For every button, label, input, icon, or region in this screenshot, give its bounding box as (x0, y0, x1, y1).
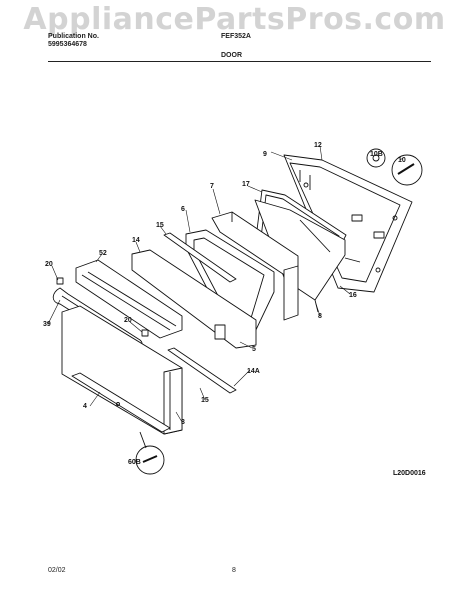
screw-callout-60b (135, 431, 165, 475)
part-label-52: 52 (99, 250, 107, 257)
publication-label: Publication No. (48, 33, 99, 40)
part-label-5: 5 (252, 346, 256, 353)
part-label-14a: 14A (247, 368, 260, 375)
middle-glass (211, 211, 299, 321)
part-labels: 12 9 10B 10 17 7 6 15 14 52 20 39 20 16 … (43, 142, 406, 466)
publication-number: 5995364678 (48, 41, 87, 48)
bottom-trim (71, 372, 171, 433)
part-label-7: 7 (210, 183, 214, 190)
part-label-15b: 15 (201, 397, 209, 404)
glass-strip-top (163, 232, 237, 283)
leader-lines (47, 145, 404, 423)
part-label-20b: 20 (124, 317, 132, 324)
part-label-60b: 60B (128, 459, 141, 466)
part-label-20: 20 (45, 261, 53, 268)
figure-id: L20D0016 (393, 470, 426, 477)
part-label-39: 39 (43, 321, 51, 328)
inner-door-liner (283, 154, 413, 293)
handle-screws (56, 277, 149, 337)
screw-callout-10 (391, 154, 423, 186)
footer-date: 02/02 (48, 567, 66, 574)
watermark-logo: AppliancePartsPros.com (23, 2, 446, 37)
handle-trim (75, 259, 183, 339)
door-glass (131, 249, 257, 349)
part-label-8: 8 (318, 313, 322, 320)
outer-door-panel (61, 305, 183, 435)
part-label-10: 10 (398, 157, 406, 164)
part-label-17: 17 (242, 181, 250, 188)
footer-page-number: 8 (232, 567, 236, 574)
screw-callout-10b (366, 148, 386, 168)
lower-glass-strip (167, 347, 237, 394)
part-label-9: 9 (263, 151, 267, 158)
part-label-3: 3 (181, 419, 185, 426)
header-rule (48, 61, 431, 62)
part-label-10b: 10B (370, 151, 383, 158)
part-label-4: 4 (83, 403, 87, 410)
part-label-14: 14 (132, 237, 140, 244)
part-label-6: 6 (181, 206, 185, 213)
section-title: DOOR (221, 52, 242, 59)
model-number: FEF352A (221, 33, 251, 40)
part-label-12: 12 (314, 142, 322, 149)
part-label-15: 15 (156, 222, 164, 229)
part-label-16: 16 (349, 292, 357, 299)
